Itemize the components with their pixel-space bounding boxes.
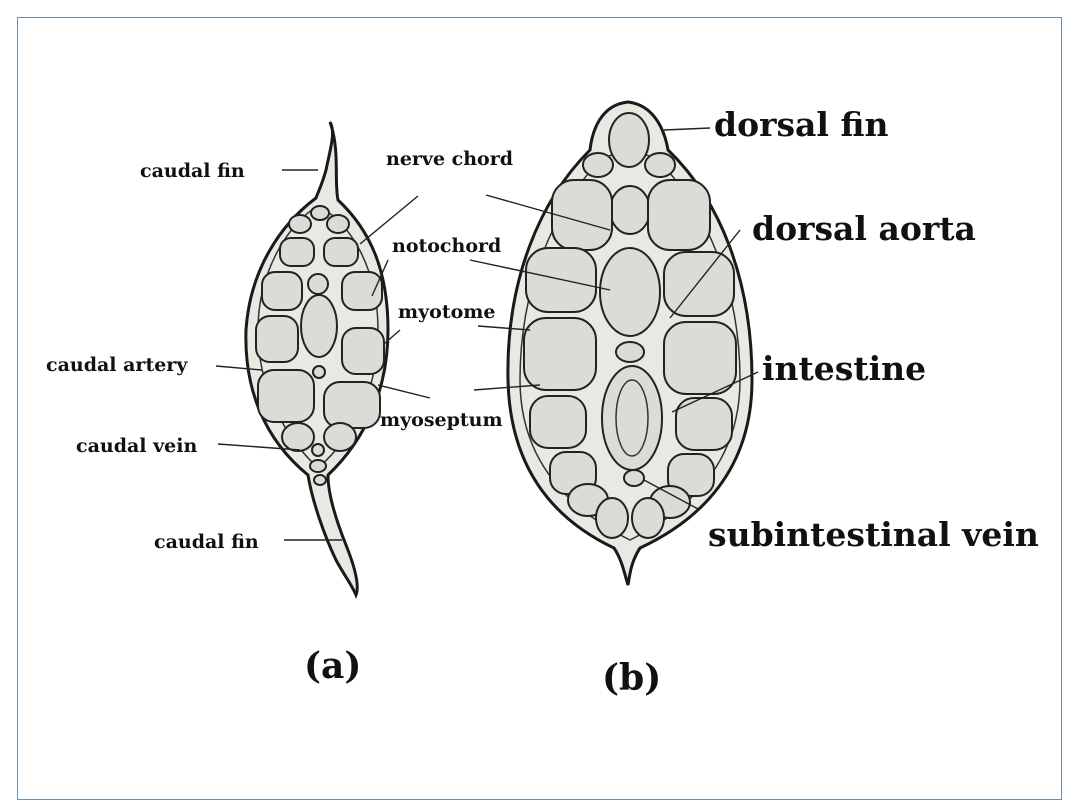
labels: caudal fin nerve chord notochord myotome… — [46, 105, 1039, 699]
label-notochord: notochord — [392, 235, 501, 257]
section-b — [506, 100, 754, 586]
label-dorsal-fin: dorsal fin — [714, 105, 888, 144]
label-caudal-artery: caudal artery — [46, 354, 188, 376]
leader-lines — [215, 127, 759, 541]
label-myoseptum: myoseptum — [380, 409, 503, 431]
label-nerve-chord: nerve chord — [386, 148, 513, 170]
panel-label-a: (a) — [304, 645, 361, 687]
label-caudal-fin-bottom: caudal fin — [154, 531, 259, 553]
panel-label-b: (b) — [602, 657, 661, 699]
label-intestine: intestine — [762, 349, 926, 388]
label-caudal-vein: caudal vein — [76, 435, 197, 457]
section-a — [244, 121, 390, 600]
label-subintestinal-vein: subintestinal vein — [708, 515, 1039, 554]
label-caudal-fin-top: caudal fin — [140, 160, 245, 182]
label-dorsal-aorta: dorsal aorta — [752, 209, 976, 248]
label-myotome: myotome — [398, 301, 495, 323]
